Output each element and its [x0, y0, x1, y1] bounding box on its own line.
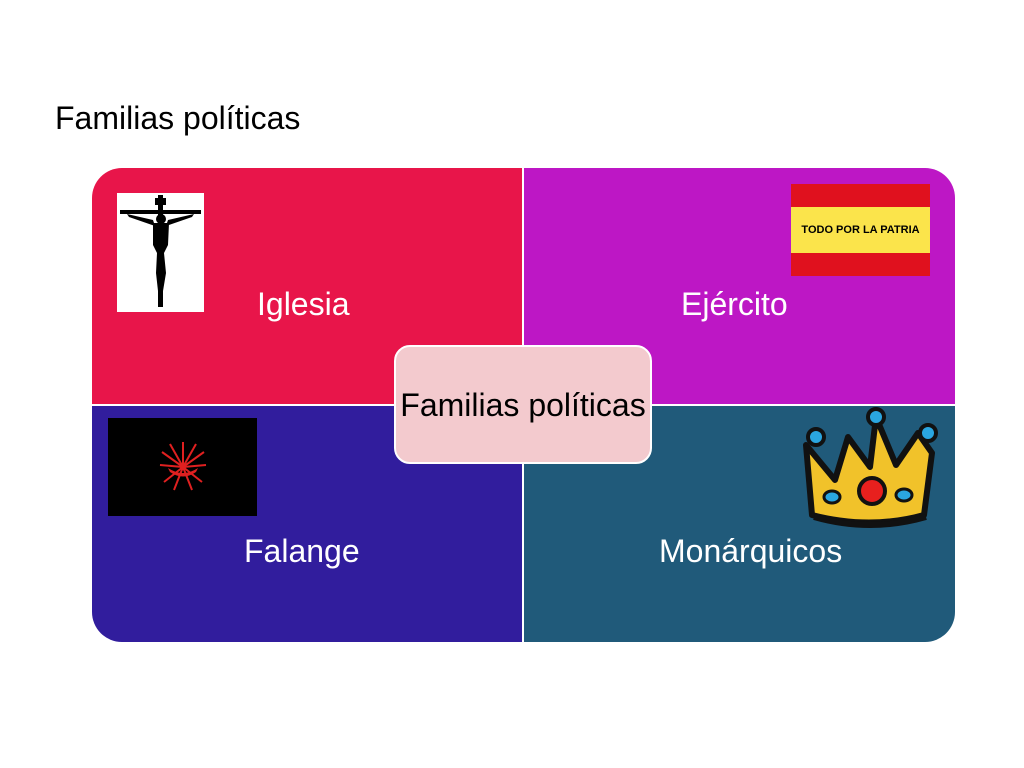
slide-title: Familias políticas: [55, 100, 301, 136]
quadrant-label-iglesia: Iglesia: [257, 286, 350, 322]
spanish-flag-icon: TODO POR LA PATRIA: [791, 184, 930, 276]
crown-icon: [800, 405, 940, 530]
center-label: Familias políticas: [400, 386, 646, 423]
quadrant-label-ejercito: Ejército: [681, 286, 788, 322]
flag-motto: TODO POR LA PATRIA: [801, 224, 920, 236]
quadrant-label-falange: Falange: [244, 533, 360, 569]
yoke-and-arrows-icon: [108, 418, 257, 516]
crucifix-icon: [117, 193, 204, 312]
quadrant-label-monarquicos: Monárquicos: [659, 533, 843, 569]
center-box: Familias políticas: [394, 345, 652, 464]
